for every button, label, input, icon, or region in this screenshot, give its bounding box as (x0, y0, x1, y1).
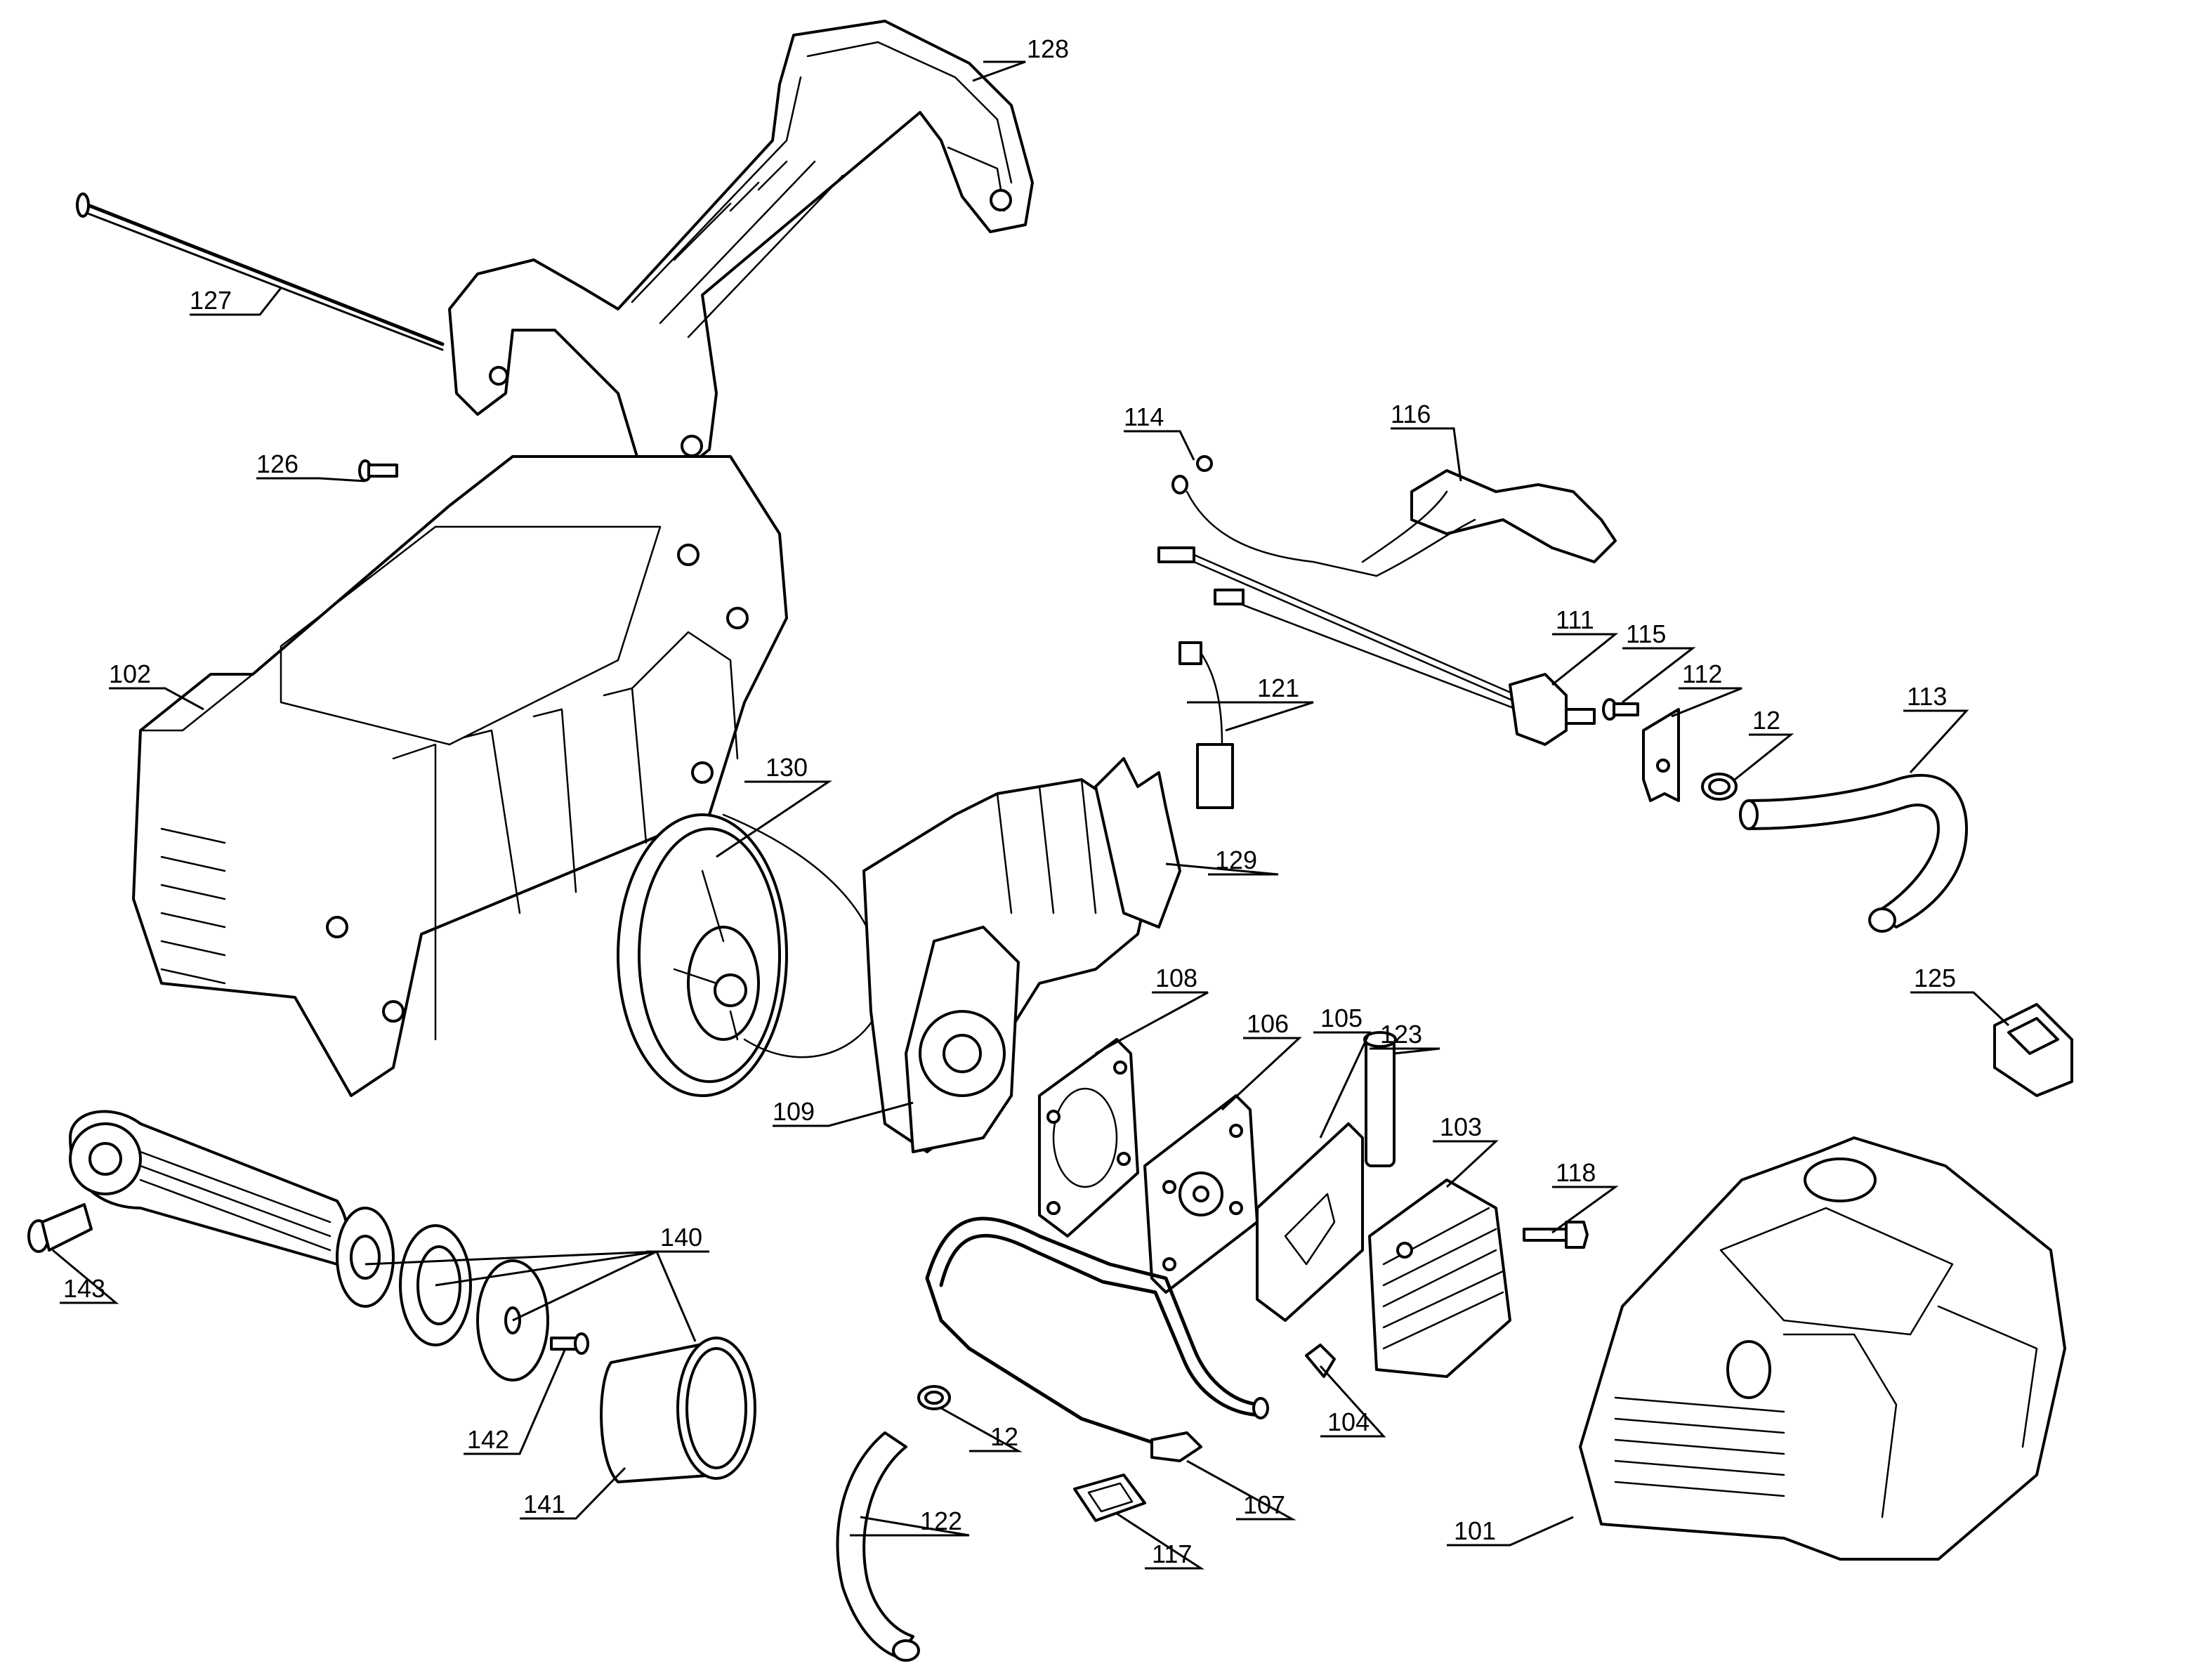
callout-labels: 128 127 126 114 116 102 111 115 112 113 … (63, 34, 1956, 1568)
callout-122: 122 (920, 1507, 962, 1535)
part-rear-shroud (132, 455, 788, 1097)
callout-123: 123 (1380, 1020, 1422, 1049)
callout-141: 141 (523, 1490, 565, 1518)
callout-142: 142 (467, 1425, 509, 1454)
callout-12-upper: 12 (1752, 706, 1780, 735)
part-valve-plate (1143, 1094, 1259, 1294)
part-pulley-belt (617, 813, 880, 1097)
callout-118: 118 (1556, 1158, 1596, 1187)
callout-143: 143 (63, 1274, 105, 1303)
callout-126: 126 (256, 449, 298, 478)
part-air-filter (1363, 1031, 1397, 1167)
callout-127: 127 (190, 286, 232, 315)
part-screw-115 (1602, 698, 1639, 721)
part-outlet-tube (925, 1216, 1269, 1462)
part-rocker-switch (1993, 1003, 2073, 1097)
callout-112: 112 (1682, 659, 1722, 688)
callout-102: 102 (109, 659, 151, 688)
part-intake-gasket (1073, 1474, 1146, 1522)
callout-105: 105 (1320, 1004, 1363, 1032)
part-screw-126 (358, 459, 398, 482)
part-hose-lower (836, 1431, 920, 1662)
callout-128: 128 (1027, 34, 1069, 63)
part-connecting-rod (69, 1110, 395, 1308)
callout-101: 101 (1454, 1516, 1496, 1545)
callout-113: 113 (1907, 682, 1947, 711)
callout-117: 117 (1152, 1540, 1192, 1568)
part-power-cord (1361, 469, 1617, 577)
callout-116: 116 (1391, 400, 1431, 428)
part-grounding-wire (1171, 455, 1378, 577)
part-hose-clamp-lower (917, 1385, 951, 1410)
part-clip (1305, 1344, 1336, 1378)
part-motor-brush (1178, 641, 1234, 809)
part-hose-clamp-upper (1701, 773, 1738, 801)
callout-103: 103 (1440, 1113, 1482, 1141)
callout-140: 140 (660, 1223, 702, 1252)
callout-125: 125 (1914, 964, 1956, 992)
part-hose-upper (1739, 773, 1968, 933)
part-gasket-105 (1256, 1122, 1364, 1322)
part-front-shroud (1579, 1136, 2066, 1561)
callout-129: 129 (1215, 846, 1257, 874)
part-rod (76, 192, 445, 351)
callout-115: 115 (1626, 619, 1666, 648)
part-bracket (1642, 708, 1680, 802)
callout-130: 130 (766, 753, 808, 782)
part-screw-142 (550, 1332, 589, 1355)
callout-106: 106 (1247, 1009, 1289, 1038)
callout-108: 108 (1155, 964, 1197, 992)
callout-104: 104 (1327, 1407, 1370, 1436)
part-cylinder-sleeve (600, 1337, 756, 1483)
part-gasket-108 (1038, 1038, 1139, 1238)
part-bolt-118 (1523, 1221, 1589, 1249)
part-motor (862, 757, 1181, 1153)
callout-111: 111 (1556, 605, 1594, 634)
part-handle (448, 20, 1034, 479)
callout-121: 121 (1257, 674, 1299, 702)
callout-109: 109 (773, 1097, 815, 1126)
leader-lines (52, 60, 2010, 1570)
part-screw-143 (27, 1203, 93, 1253)
part-cylinder-head (1368, 1179, 1511, 1378)
callout-12-lower: 12 (990, 1422, 1018, 1451)
callout-107: 107 (1243, 1490, 1285, 1519)
part-wire-harness (1157, 546, 1596, 746)
callout-114: 114 (1124, 402, 1164, 431)
